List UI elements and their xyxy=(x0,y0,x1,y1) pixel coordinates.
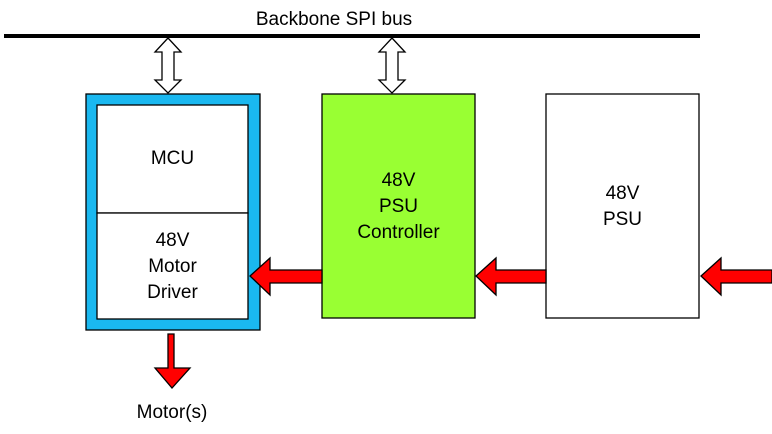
bus-arrow-mcu xyxy=(153,37,183,94)
motor-driver-block xyxy=(96,212,249,320)
power-arrow-input-to-psu xyxy=(700,256,772,297)
psu-controller-label-line1: 48V xyxy=(381,170,416,191)
mcu-label: MCU xyxy=(150,148,195,169)
spi-bus-label: Backbone SPI bus xyxy=(255,9,413,30)
psu-controller-label-line3: Controller xyxy=(357,222,440,243)
psu-label-line1: 48V xyxy=(605,183,640,204)
psu-controller-block xyxy=(321,93,476,319)
psu-label-line2: PSU xyxy=(602,209,643,230)
bus-arrow-psu-controller xyxy=(377,37,407,94)
motor-driver-label-line1: 48V xyxy=(155,230,190,251)
power-arrow-driver-to-motors xyxy=(153,333,192,389)
motor-driver-label-line3: Driver xyxy=(147,282,198,303)
power-arrow-controller-to-driver xyxy=(249,256,323,297)
motors-output-label: Motor(s) xyxy=(136,402,208,423)
motor-driver-label-line2: Motor xyxy=(148,256,197,277)
psu-block xyxy=(545,93,700,319)
psu-controller-label-line2: PSU xyxy=(378,196,419,217)
power-arrow-psu-to-controller xyxy=(475,256,547,297)
